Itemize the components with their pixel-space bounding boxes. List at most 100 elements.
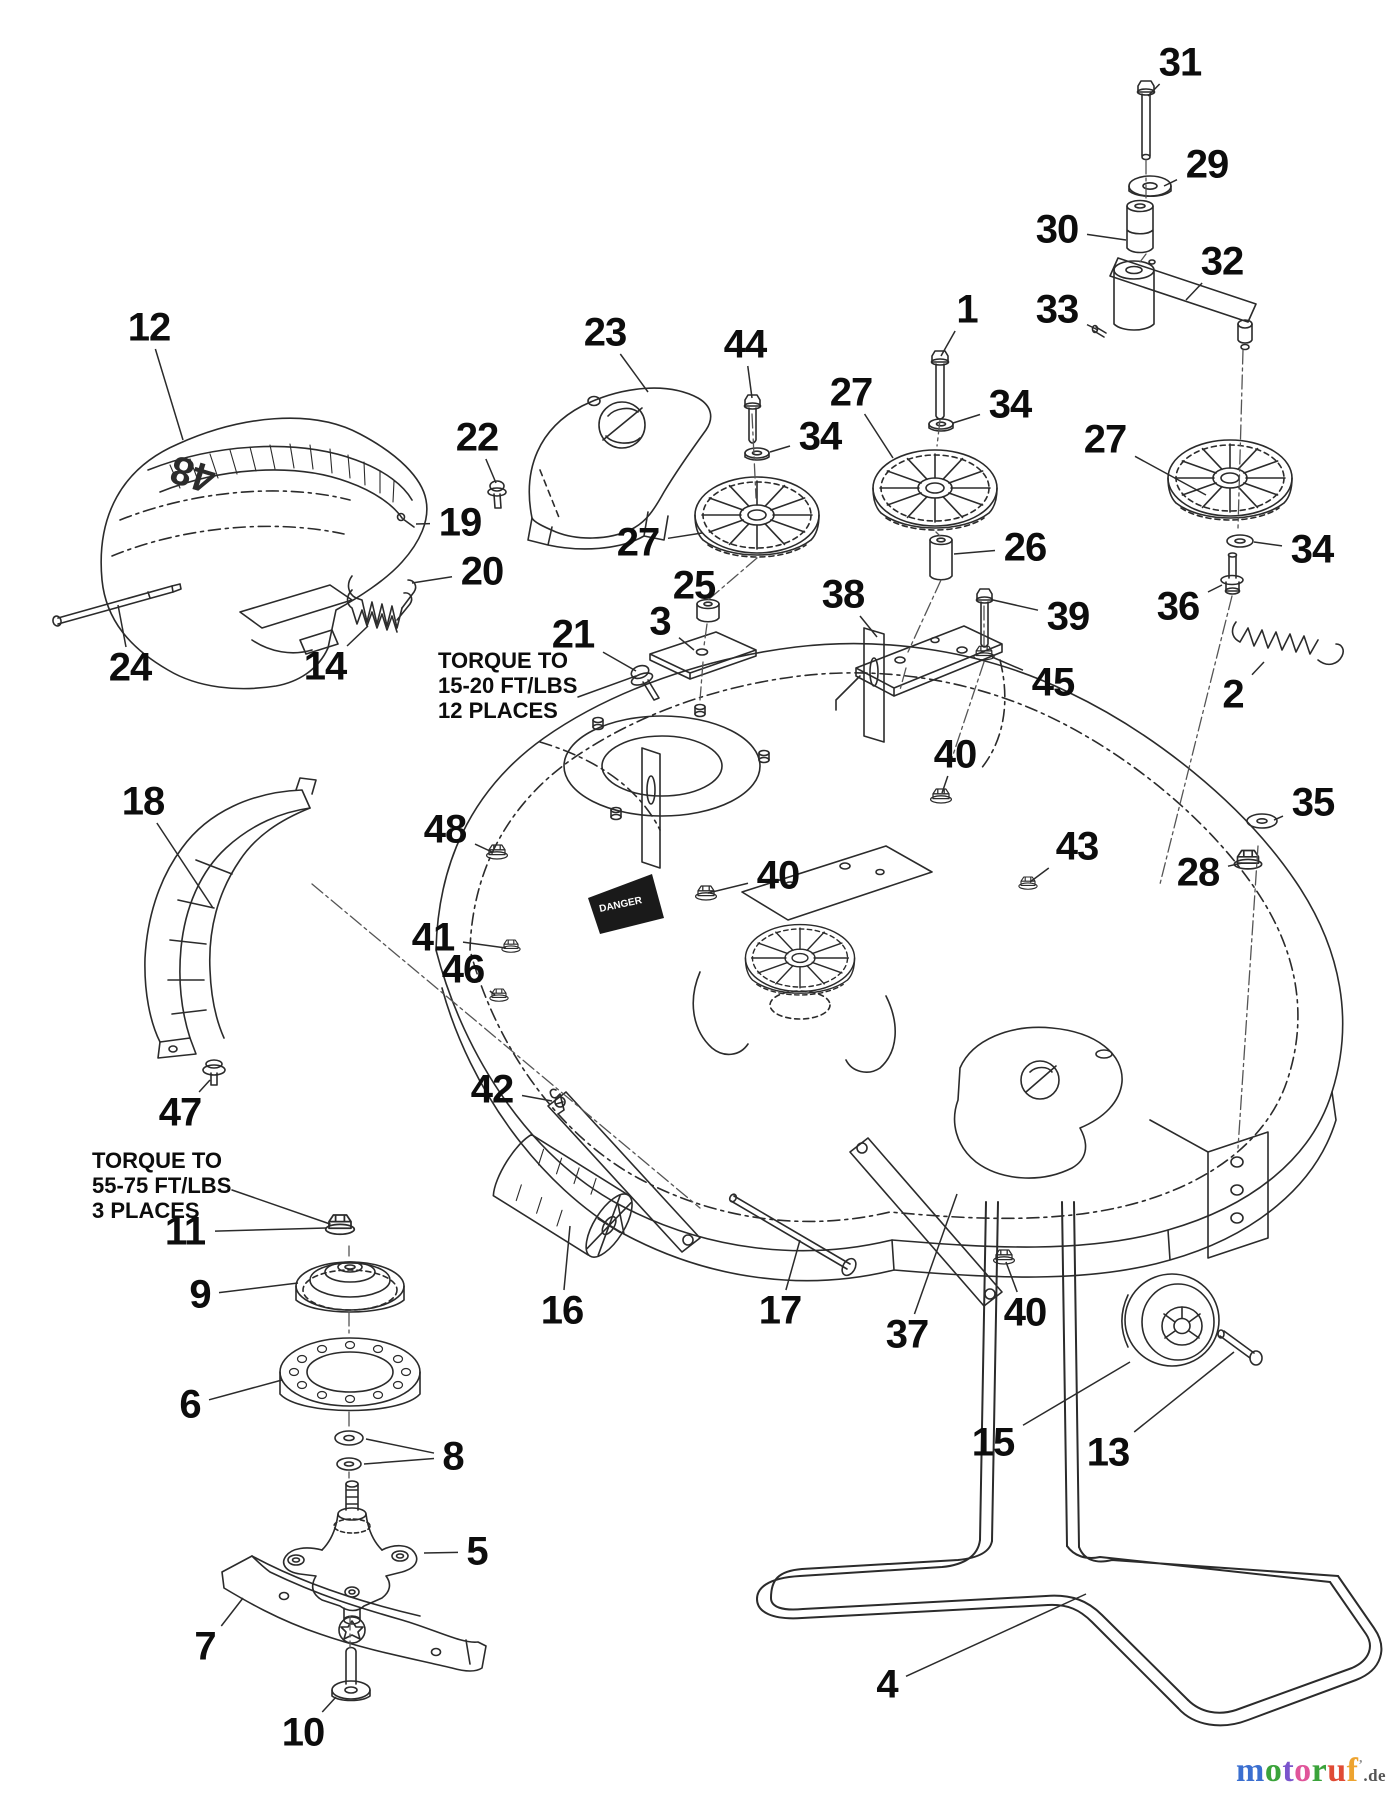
leader-line-27 bbox=[667, 532, 703, 540]
callout-30: 30 bbox=[1035, 207, 1079, 252]
callout-18: 18 bbox=[121, 779, 165, 824]
part-39-bolt bbox=[975, 588, 994, 648]
leader-line-44 bbox=[747, 365, 753, 399]
logo-letter-o: o bbox=[1264, 1752, 1283, 1789]
callout-25: 25 bbox=[672, 563, 716, 608]
leader-line-7 bbox=[220, 1597, 244, 1627]
part-47-screw bbox=[202, 1059, 226, 1086]
callout-48: 48 bbox=[423, 807, 467, 852]
callout-16: 16 bbox=[540, 1288, 584, 1333]
leader-line-39 bbox=[992, 599, 1039, 611]
danger-decal: DANGER bbox=[588, 874, 664, 934]
callout-46: 46 bbox=[441, 947, 485, 992]
callout-28: 28 bbox=[1176, 850, 1220, 895]
leader-line-34 bbox=[769, 445, 791, 453]
leader-line-43 bbox=[1029, 867, 1050, 883]
callout-19: 19 bbox=[438, 500, 482, 545]
leader-line-46 bbox=[489, 990, 496, 996]
leader-line-14 bbox=[346, 625, 369, 647]
part-8-washers bbox=[334, 1430, 364, 1471]
part-29-washer bbox=[1128, 175, 1172, 198]
leader-line-34 bbox=[952, 413, 981, 424]
callout-23: 23 bbox=[583, 310, 627, 355]
deck-shell bbox=[435, 627, 1344, 1282]
part-19-pin bbox=[396, 512, 415, 528]
part-44-bolt bbox=[743, 394, 762, 444]
callout-8: 8 bbox=[442, 1434, 464, 1479]
torque-note-line: TORQUE TO bbox=[92, 1148, 222, 1173]
leader-line-1 bbox=[940, 330, 956, 357]
leader-line-42 bbox=[521, 1094, 553, 1102]
deck-rear-dome bbox=[953, 1026, 1123, 1179]
leader-line-16 bbox=[563, 1225, 571, 1291]
leader-line-8 bbox=[363, 1457, 435, 1465]
part-7-blade bbox=[221, 1555, 487, 1672]
callout-44: 44 bbox=[723, 322, 767, 367]
leader-line-40 bbox=[941, 775, 949, 794]
part-21-bolt bbox=[630, 664, 660, 701]
callout-45: 45 bbox=[1031, 660, 1075, 705]
leader-line-18 bbox=[156, 822, 214, 909]
callout-22: 22 bbox=[455, 415, 499, 460]
callout-4: 4 bbox=[876, 1662, 898, 1707]
leader-line-20 bbox=[411, 575, 453, 584]
part-16-roller bbox=[492, 1133, 633, 1258]
leader-line-38 bbox=[859, 615, 878, 638]
leader-line-15 bbox=[1022, 1361, 1131, 1426]
part-20-spring bbox=[347, 575, 417, 629]
leader-line-2 bbox=[1251, 661, 1265, 676]
logo-letter-m: m bbox=[1236, 1752, 1265, 1789]
leader-line-29 bbox=[1163, 178, 1178, 187]
part-15-caster-wheel bbox=[1121, 1273, 1220, 1367]
callout-3: 3 bbox=[649, 599, 671, 644]
leader-line-5 bbox=[423, 1551, 459, 1554]
callout-32: 32 bbox=[1200, 239, 1244, 284]
callout-40: 40 bbox=[933, 732, 977, 777]
leader-line-45 bbox=[991, 656, 1024, 671]
leader-line-3 bbox=[678, 637, 695, 651]
leader-line-37 bbox=[913, 1193, 958, 1315]
part-6-ring bbox=[279, 1337, 421, 1412]
callout-26: 26 bbox=[1003, 525, 1047, 570]
part-22-screw bbox=[487, 480, 507, 509]
torque-note-line: TORQUE TO bbox=[438, 648, 568, 673]
leader-line-6 bbox=[208, 1379, 283, 1401]
part-23-belt-cover bbox=[527, 387, 712, 550]
callout-21: 21 bbox=[551, 612, 595, 657]
callout-40: 40 bbox=[756, 853, 800, 898]
callout-47: 47 bbox=[158, 1090, 202, 1135]
part-42-pin bbox=[549, 1088, 565, 1115]
part-36-bolt bbox=[1220, 552, 1244, 595]
note-leader-lines bbox=[231, 675, 637, 1225]
callout-15: 15 bbox=[971, 1420, 1015, 1465]
motoruf-logo[interactable]: motoruf’.de bbox=[1236, 1752, 1386, 1790]
leader-line-34 bbox=[1253, 541, 1283, 547]
callout-35: 35 bbox=[1291, 780, 1335, 825]
callout-29: 29 bbox=[1185, 142, 1229, 187]
motoruf-logo-suffix: .de bbox=[1363, 1766, 1387, 1785]
leader-line-40 bbox=[1005, 1261, 1018, 1293]
torque-note-55-75: TORQUE TO 55-75 FT/LBS 3 PLACES bbox=[92, 1148, 231, 1223]
callout-34: 34 bbox=[798, 414, 842, 459]
part-34-washer-c bbox=[1226, 534, 1254, 548]
callout-34: 34 bbox=[988, 382, 1032, 427]
leader-line-12 bbox=[154, 348, 184, 441]
part-4-belt bbox=[756, 1201, 1383, 1727]
torque-note-15-20: TORQUE TO 15-20 FT/LBS 12 PLACES bbox=[438, 648, 577, 723]
callout-12: 12 bbox=[127, 305, 171, 350]
part-10-bolt bbox=[331, 1646, 371, 1702]
part-32-idler-arm bbox=[1109, 257, 1257, 351]
callout-27: 27 bbox=[616, 520, 660, 565]
projection-lines bbox=[311, 159, 1259, 1649]
leader-line-41 bbox=[462, 941, 507, 949]
callout-34: 34 bbox=[1290, 527, 1334, 572]
logo-letter-r: r bbox=[1311, 1752, 1328, 1789]
torque-note-line: 3 PLACES bbox=[92, 1198, 200, 1223]
leader-line-23 bbox=[619, 353, 649, 393]
part-17-rod bbox=[728, 1193, 857, 1277]
callout-9: 9 bbox=[189, 1272, 211, 1317]
callout-13: 13 bbox=[1086, 1430, 1130, 1475]
leader-line-22 bbox=[485, 458, 497, 484]
leader-line-10 bbox=[321, 1696, 337, 1713]
